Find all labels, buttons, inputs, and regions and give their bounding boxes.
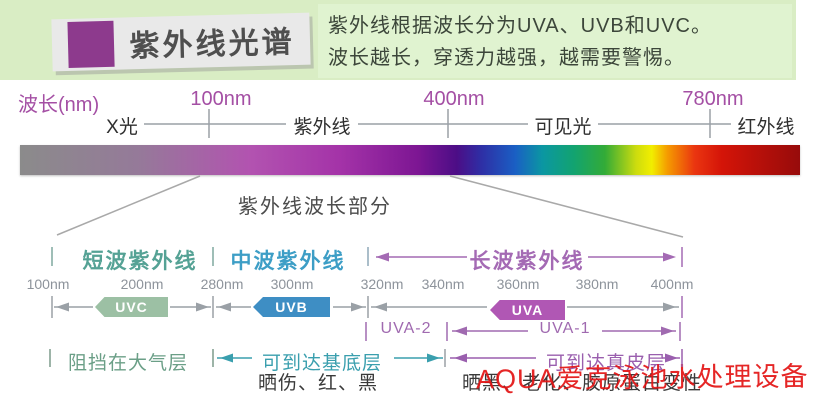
scale-tick-label: 360nm [496, 276, 540, 292]
effect-uva: 可到达真皮层 [545, 353, 667, 374]
band-ultraviolet: 紫外线 [293, 117, 351, 138]
spectrum-gradient-bar [20, 145, 800, 175]
scale-tick-label: 300nm [270, 276, 314, 292]
scale-tick-label: 320nm [360, 276, 404, 292]
description-box: 紫外线根据波长分为UVA、UVB和UVC。 波长越长，穿透力越强，越需要警惕。 [318, 4, 792, 78]
scale-tick-label: 340nm [421, 276, 465, 292]
page-title: 紫外线光谱 [129, 26, 295, 64]
description-line-2: 波长越长，穿透力越强，越需要警惕。 [328, 47, 685, 69]
scale-tick-label: 100nm [26, 276, 70, 292]
band-infrared: 红外线 [737, 117, 795, 138]
label-longwave-uv: 长波紫外线 [469, 250, 585, 273]
description-line-1: 紫外线根据波长分为UVA、UVB和UVC。 [328, 15, 712, 37]
band-visible: 可见光 [534, 117, 592, 138]
watermark-text: AQUA爱克泳池水处理设备 [475, 361, 809, 395]
scale-tick-label: 400nm [650, 276, 694, 292]
uvb-badge: UVB [253, 297, 330, 317]
axis-tick-780nm: 780nm [682, 88, 744, 110]
axis-tick-100nm: 100nm [190, 88, 252, 110]
purple-square-icon [67, 20, 115, 68]
scale-tick-label: 380nm [575, 276, 619, 292]
effect-uvb-detail: 晒伤、红、黑 [257, 373, 379, 394]
label-uva2: UVA-2 [380, 320, 432, 337]
label-shortwave-uv: 短波紫外线 [82, 250, 198, 273]
effect-uvb: 可到达基底层 [261, 353, 383, 374]
spectrum-caption: 紫外线波长部分 [238, 196, 392, 218]
effect-uva-detail: 晒黑、老化、胶原蛋白变性 [461, 373, 703, 394]
title-banner: 紫外线光谱 [51, 12, 311, 72]
axis-label-wavelength: 波长(nm) [18, 94, 100, 116]
axis-tick-400nm: 400nm [423, 88, 485, 110]
scale-tick-label: 200nm [120, 276, 164, 292]
label-midwave-uv: 中波紫外线 [230, 250, 346, 273]
effect-uvc: 阻挡在大气层 [67, 353, 189, 374]
uva-badge: UVA [490, 300, 565, 320]
band-xray: X光 [106, 117, 138, 138]
scale-tick-label: 280nm [200, 276, 244, 292]
uvc-badge: UVC [95, 297, 168, 317]
label-uva1: UVA-1 [539, 320, 591, 337]
